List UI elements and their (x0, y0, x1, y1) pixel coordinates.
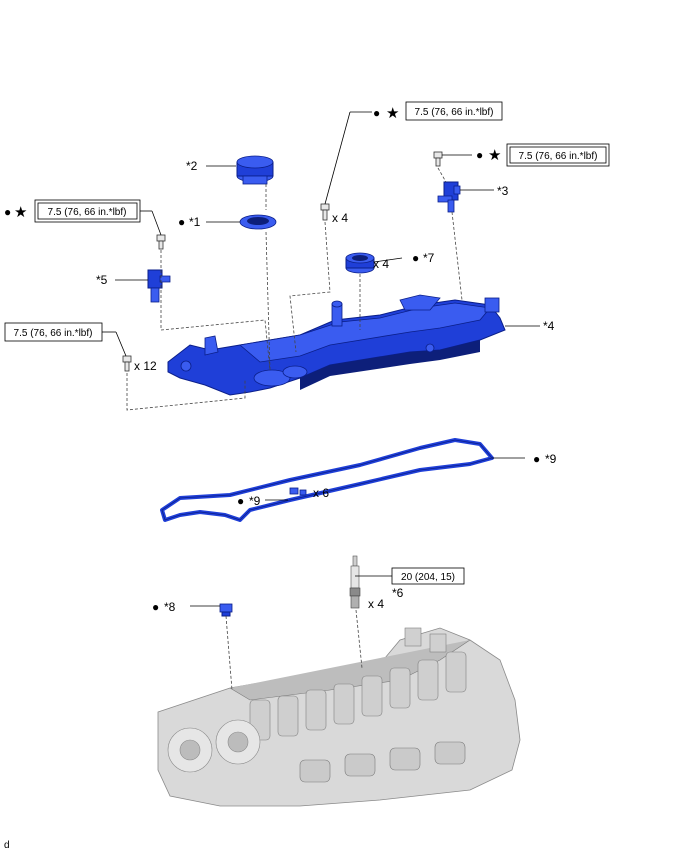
cylinder-head (157, 627, 521, 807)
svg-text:x 4: x 4 (368, 597, 384, 611)
svg-text:●: ● (178, 215, 185, 229)
head-cover-gasket (160, 438, 494, 522)
svg-text:*1: *1 (189, 215, 201, 229)
figure-code: d (4, 840, 10, 851)
svg-text:x 4: x 4 (332, 211, 348, 225)
part-callouts: *2 ● *1 *3 *5 *4 ● *7 ● *9 ● *9 ● *8 *6 (96, 159, 557, 614)
torque-spec-1: 7.5 (76, 66 in.*lbf) (405, 101, 503, 121)
symbol-markers: ● ★ ● ★ ● ★ (4, 105, 501, 221)
svg-text:7.5 (76, 66 in.*lbf): 7.5 (76, 66 in.*lbf) (14, 328, 93, 339)
svg-text:*9: *9 (249, 494, 261, 508)
svg-text:*9: *9 (545, 452, 557, 466)
svg-text:*5: *5 (96, 273, 108, 287)
leader-lines (102, 111, 540, 607)
svg-text:●: ● (476, 148, 483, 162)
svg-text:●: ● (533, 452, 540, 466)
svg-text:★: ★ (386, 105, 399, 122)
torque-spec-3: 7.5 (76, 66 in.*lbf) (34, 199, 141, 223)
svg-text:x 12: x 12 (134, 359, 157, 373)
svg-text:●: ● (412, 251, 419, 265)
svg-text:7.5 (76, 66 in.*lbf): 7.5 (76, 66 in.*lbf) (415, 107, 494, 118)
svg-text:●: ● (237, 494, 244, 508)
svg-text:★: ★ (14, 204, 27, 221)
svg-text:*4: *4 (543, 319, 555, 333)
svg-text:x 6: x 6 (313, 486, 329, 500)
bolt-sensor-5 (156, 234, 166, 250)
svg-text:*7: *7 (423, 251, 435, 265)
svg-text:●: ● (4, 205, 11, 219)
svg-text:*3: *3 (497, 184, 509, 198)
torque-spec-5: 20 (204, 15) (391, 567, 465, 585)
assembly-guide-lines (126, 167, 463, 691)
svg-text:7.5 (76, 66 in.*lbf): 7.5 (76, 66 in.*lbf) (48, 207, 127, 218)
torque-spec-2: 7.5 (76, 66 in.*lbf) (506, 143, 610, 167)
quantity-labels: x 4 x 4 x 12 x 6 x 4 (134, 211, 389, 611)
svg-text:*8: *8 (164, 600, 176, 614)
svg-text:x 4: x 4 (373, 257, 389, 271)
svg-text:★: ★ (488, 147, 501, 164)
oil-cap-gasket (239, 214, 277, 230)
bolt-cover-x12 (122, 355, 132, 372)
svg-text:20 (204, 15): 20 (204, 15) (401, 572, 455, 583)
oil-filler-cap (236, 155, 274, 185)
bolt-sensor-3 (433, 151, 443, 167)
torque-spec-4: 7.5 (76, 66 in.*lbf) (4, 322, 103, 342)
camshaft-position-sensor-5 (147, 269, 171, 303)
svg-text:*2: *2 (186, 159, 198, 173)
oil-control-part-8 (219, 603, 233, 617)
camshaft-position-sensor-3 (437, 181, 461, 213)
svg-text:*6: *6 (392, 586, 404, 600)
bolt-top-x4 (320, 203, 330, 221)
svg-text:●: ● (152, 600, 159, 614)
cylinder-head-cover (167, 294, 506, 396)
svg-text:●: ● (373, 106, 380, 120)
svg-text:7.5 (76, 66 in.*lbf): 7.5 (76, 66 in.*lbf) (519, 151, 598, 162)
plug-tube-gasket (345, 252, 375, 274)
spark-plug (349, 555, 361, 609)
